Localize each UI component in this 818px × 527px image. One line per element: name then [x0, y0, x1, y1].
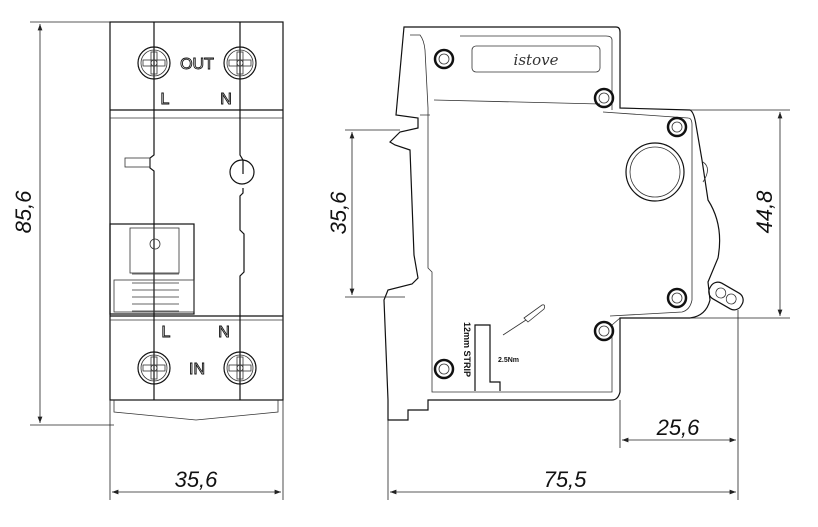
- in-label: IN: [189, 361, 205, 378]
- svg-text:35,6: 35,6: [175, 467, 219, 492]
- test-button: [124, 157, 151, 168]
- side-view: istove 12mm STRIP 2.5Nm: [383, 26, 744, 421]
- svg-text:25,6: 25,6: [656, 415, 701, 440]
- toggle-lever: [109, 223, 195, 315]
- terminal-n-bottom: N: [218, 324, 230, 341]
- side-body-outline: [383, 26, 721, 421]
- neutral-conductor: [239, 22, 245, 400]
- total-depth-dimension: 75,5: [387, 420, 736, 500]
- front-depth-dimension: 25,6: [619, 310, 739, 500]
- front-body-outline: [109, 21, 284, 401]
- logo-plate: [471, 45, 601, 73]
- front-height-dimension: 85,6: [11, 21, 114, 426]
- screwdriver-icon: [502, 304, 546, 336]
- strip-label: 12mm STRIP: [462, 322, 472, 377]
- rivet: [666, 116, 688, 138]
- rivet: [593, 320, 615, 342]
- svg-text:85,6: 85,6: [11, 190, 36, 234]
- svg-text:75,5: 75,5: [544, 467, 588, 492]
- front-height-dimension-side: 44,8: [690, 109, 790, 319]
- front-width-dimension: 35,6: [109, 400, 284, 500]
- indicator-window: [229, 159, 255, 185]
- terminal-n-top: N: [220, 91, 232, 108]
- out-label: OUT: [180, 56, 214, 73]
- rivet: [593, 87, 615, 109]
- terminal-screw-side: [708, 281, 744, 311]
- terminal-l-top: L: [161, 91, 170, 108]
- front-view: OUT L N L N IN: [109, 21, 284, 421]
- torque-label: 2.5Nm: [498, 357, 519, 364]
- rivet: [433, 48, 455, 70]
- rivet: [666, 287, 688, 309]
- svg-text:44,8: 44,8: [752, 190, 777, 234]
- svg-text:35,6: 35,6: [326, 191, 351, 235]
- terminal-l-bottom: L: [162, 324, 171, 341]
- strip-gauge: [474, 324, 501, 391]
- indicator-window: [625, 142, 685, 202]
- rivet: [433, 358, 455, 380]
- istove-logo: istove: [514, 51, 559, 69]
- din-clip: [113, 400, 279, 421]
- rail-dimension: 35,6: [326, 129, 405, 298]
